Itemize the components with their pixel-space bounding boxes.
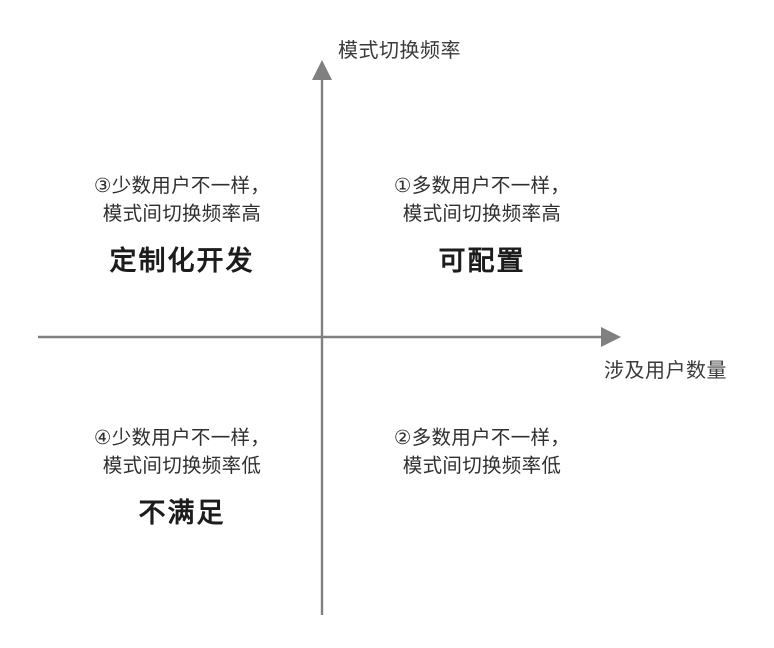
quadrant-1-line1: ①多数用户不一样， xyxy=(393,174,571,197)
y-axis-label: 模式切换频率 xyxy=(338,38,461,62)
quadrant-1-block: ①多数用户不一样， 模式间切换频率高 可配置 xyxy=(348,172,616,279)
quadrant-3-title: 定制化开发 xyxy=(109,246,255,278)
quadrant-2-line1: ②多数用户不一样， xyxy=(393,426,571,449)
quadrant-2-line2: 模式间切换频率低 xyxy=(402,453,562,477)
quadrant-3-line2: 模式间切换频率高 xyxy=(102,201,262,225)
quadrant-2-block: ②多数用户不一样， 模式间切换频率低 xyxy=(348,424,616,479)
quadrant-4-line1: ④少数用户不一样， xyxy=(93,426,271,449)
x-axis-label: 涉及用户数量 xyxy=(604,358,727,382)
quadrant-4-block: ④少数用户不一样， 模式间切换频率低 不满足 xyxy=(48,424,316,531)
quadrant-4-line2: 模式间切换频率低 xyxy=(102,453,262,477)
quadrant-4-title: 不满足 xyxy=(138,498,226,530)
quadrant-1-title: 可配置 xyxy=(438,246,526,278)
y-axis-arrowhead xyxy=(312,60,332,80)
quadrant-3-block: ③少数用户不一样， 模式间切换频率高 定制化开发 xyxy=(48,172,316,279)
x-axis-arrowhead xyxy=(601,327,621,347)
quadrant-1-line2: 模式间切换频率高 xyxy=(402,201,562,225)
quadrant-3-line1: ③少数用户不一样， xyxy=(93,174,271,197)
